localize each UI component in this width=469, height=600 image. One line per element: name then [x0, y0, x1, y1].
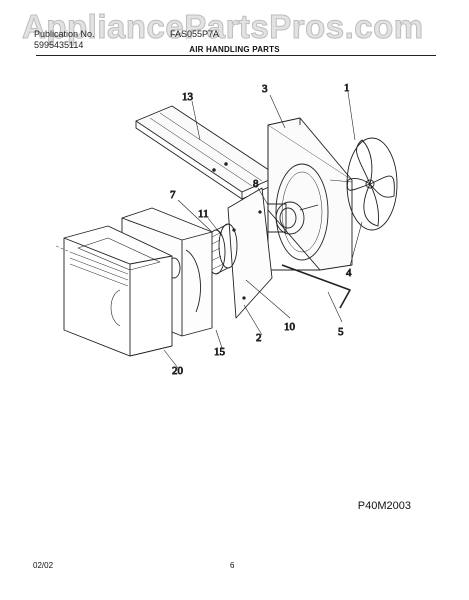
callout-1: 1 [344, 82, 350, 94]
publication-info: Publication No. 5995435114 [34, 29, 95, 51]
page-title: AIR HANDLING PARTS [189, 45, 280, 54]
front-grille-frame [55, 225, 173, 357]
callout-13: 13 [182, 91, 194, 103]
callout-5: 5 [338, 326, 344, 338]
mounting-plate [227, 187, 273, 319]
publication-number: 5995435114 [34, 40, 84, 50]
callout-20: 20 [172, 365, 184, 377]
callout-10: 10 [284, 321, 296, 333]
callout-4: 4 [346, 267, 352, 279]
callout-11: 11 [198, 208, 209, 220]
blower-motor [267, 201, 319, 235]
callout-7: 7 [170, 189, 176, 201]
watermark: AppliancePartsPros.com [22, 8, 424, 46]
callout-2: 2 [256, 332, 262, 344]
callout-8: 8 [253, 178, 259, 190]
fan-blade [346, 137, 398, 231]
model-number: FAS055P7A [170, 29, 220, 39]
rod-part [281, 264, 351, 309]
callout-3: 3 [262, 83, 268, 95]
diagram-code: P40M2003 [357, 500, 411, 512]
callout-leaders [163, 91, 363, 369]
page-number: 6 [230, 561, 235, 570]
fan-shroud [267, 117, 353, 271]
header-rule [36, 55, 436, 56]
footer-date: 02/02 [33, 561, 54, 570]
publication-label: Publication No. [34, 29, 95, 39]
callout-15: 15 [214, 346, 226, 358]
